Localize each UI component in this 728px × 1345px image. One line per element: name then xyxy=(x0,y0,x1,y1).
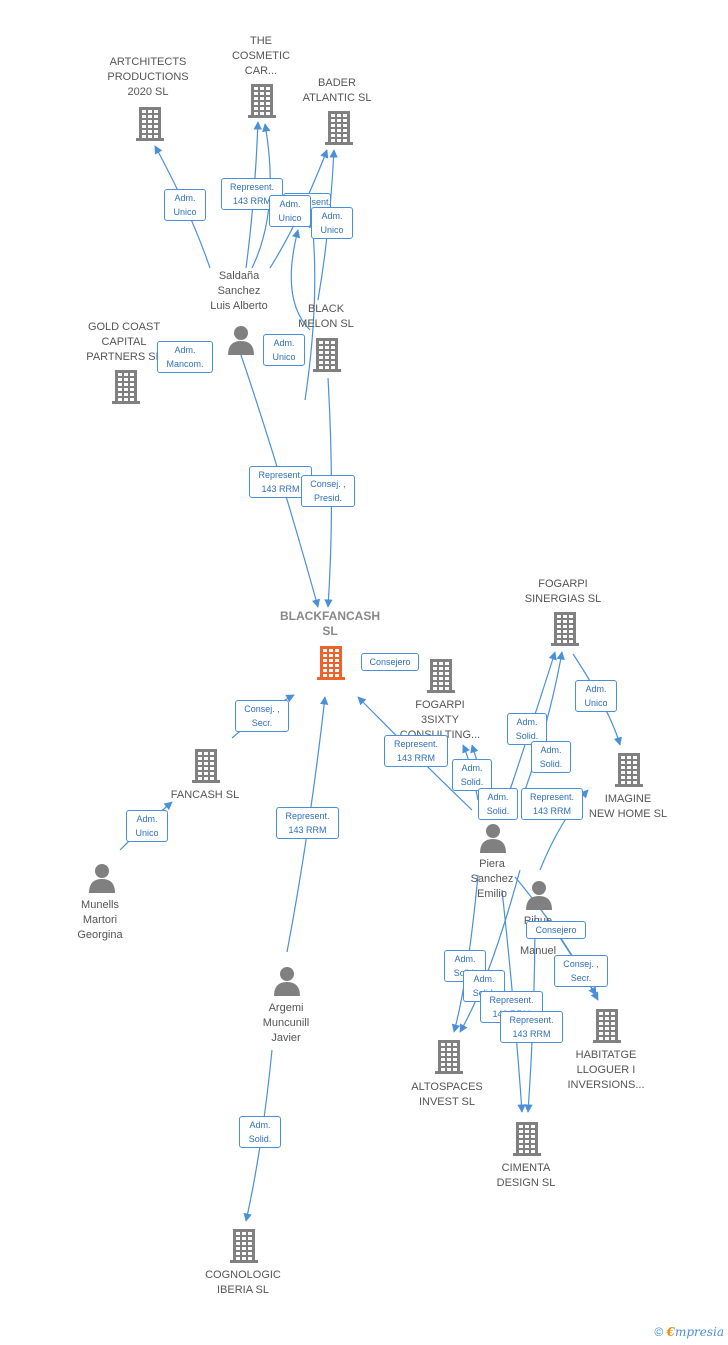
relation-label[interactable]: Adm. Unico xyxy=(263,334,305,366)
node-label[interactable]: THE COSMETIC CAR... xyxy=(231,35,291,77)
building-icon xyxy=(551,612,579,646)
building-icon xyxy=(313,338,341,372)
node-label[interactable]: COGNOLOGIC IBERIA SL xyxy=(205,1269,281,1296)
relation-edge xyxy=(459,869,521,1033)
relation-label[interactable]: Represent. 143 RRM xyxy=(249,466,312,498)
company-node[interactable] xyxy=(593,1009,621,1043)
relation-edge xyxy=(509,651,557,791)
person-icon xyxy=(480,824,506,853)
relation-label[interactable]: Adm. Unico xyxy=(269,195,311,227)
empresia-logo-text: mpresia xyxy=(674,1325,724,1339)
node-label[interactable]: Argemi Muncunill Javier xyxy=(262,1002,310,1044)
relation-label[interactable]: Consejero xyxy=(361,653,419,671)
building-icon xyxy=(593,1009,621,1043)
footer: © €mpresia xyxy=(654,1325,724,1339)
relation-label[interactable]: Represent. 143 RRM xyxy=(384,735,448,767)
person-node[interactable] xyxy=(478,823,508,853)
company-node[interactable] xyxy=(615,753,643,787)
relation-label[interactable]: Adm. Unico xyxy=(126,810,168,842)
company-node[interactable] xyxy=(435,1040,463,1074)
company-node[interactable] xyxy=(427,659,455,693)
relation-label[interactable]: Adm. Solid. xyxy=(507,713,547,745)
node-label[interactable]: ARTCHITECTS PRODUCTIONS 2020 SL xyxy=(107,56,189,98)
node-label[interactable]: Munells Martori Georgina xyxy=(77,899,123,941)
company-node[interactable] xyxy=(551,612,579,646)
node-label[interactable]: FOGARPI SINERGIAS SL xyxy=(524,578,602,605)
relation-label[interactable]: Represent. 143 RRM xyxy=(500,1011,563,1043)
relation-label[interactable]: Represent. 143 RRM xyxy=(221,178,283,210)
person-node[interactable] xyxy=(87,863,117,893)
building-icon xyxy=(513,1122,541,1156)
copyright-symbol: © xyxy=(654,1325,664,1339)
relation-label[interactable]: Consej. , Secr. xyxy=(235,700,289,732)
relation-label[interactable]: Consej. , Presid. xyxy=(301,475,355,507)
relation-label[interactable]: Adm. Unico xyxy=(575,680,617,712)
building-icon xyxy=(112,370,140,404)
building-icon xyxy=(136,107,164,141)
node-label[interactable]: BLACK MELON SL xyxy=(298,303,354,330)
person-icon xyxy=(228,326,254,355)
company-node[interactable] xyxy=(325,111,353,145)
building-icon xyxy=(615,753,643,787)
node-label[interactable]: FANCASH SL xyxy=(170,789,240,801)
relation-label[interactable]: Represent. 143 RRM xyxy=(276,807,339,839)
node-label[interactable]: BLACKFANCASH SL xyxy=(280,609,380,638)
node-label[interactable]: Saldaña Sanchez Luis Alberto xyxy=(210,270,268,312)
person-icon xyxy=(274,967,300,996)
node-label[interactable]: BADER ATLANTIC SL xyxy=(302,77,372,104)
relation-edge xyxy=(304,219,317,401)
person-node[interactable] xyxy=(272,966,302,996)
building-icon xyxy=(230,1229,258,1263)
company-node[interactable] xyxy=(230,1229,258,1263)
relation-edge xyxy=(290,229,311,331)
relation-label[interactable]: Adm. Solid. xyxy=(531,741,571,773)
focus-company-icon xyxy=(317,646,345,680)
relation-label[interactable]: Adm. Solid. xyxy=(239,1116,281,1148)
node-label[interactable]: ALTOSPACES INVEST SL xyxy=(411,1081,483,1108)
building-icon xyxy=(325,111,353,145)
building-icon xyxy=(248,84,276,118)
node-label[interactable]: GOLD COAST CAPITAL PARTNERS SL xyxy=(86,321,162,363)
company-node[interactable] xyxy=(136,107,164,141)
relation-label[interactable]: Adm. Solid. xyxy=(452,759,492,791)
node-label[interactable]: Piera Sanchez Emilio xyxy=(470,858,514,900)
empresia-logo-e: € xyxy=(666,1325,675,1339)
node-label[interactable]: CIMENTA DESIGN SL xyxy=(496,1162,556,1189)
empresia-logo[interactable]: €mpresia xyxy=(667,1325,724,1339)
relation-label[interactable]: Consej. , Secr. xyxy=(554,955,608,987)
node-label[interactable]: HABITATGE LLOGUER I INVERSIONS... xyxy=(567,1049,645,1091)
building-icon xyxy=(427,659,455,693)
company-node[interactable] xyxy=(112,370,140,404)
node-label[interactable]: IMAGINE NEW HOME SL xyxy=(588,793,668,820)
company-node[interactable] xyxy=(192,749,220,783)
person-icon xyxy=(526,881,552,910)
relation-label[interactable]: Adm. Solid. xyxy=(478,788,518,820)
company-node[interactable] xyxy=(248,84,276,118)
relation-label[interactable]: Adm. Mancom. xyxy=(157,341,213,373)
relation-label[interactable]: Represent. 143 RRM xyxy=(521,788,583,820)
company-node[interactable] xyxy=(313,338,341,372)
person-node[interactable] xyxy=(524,880,554,910)
building-icon xyxy=(435,1040,463,1074)
company-node[interactable] xyxy=(513,1122,541,1156)
person-icon xyxy=(89,864,115,893)
company-node[interactable] xyxy=(317,646,345,680)
person-node[interactable] xyxy=(226,325,256,355)
relation-label[interactable]: Adm. Unico xyxy=(164,189,206,221)
relation-label[interactable]: Consejero xyxy=(526,921,586,939)
building-icon xyxy=(192,749,220,783)
relation-label[interactable]: Adm. Unico xyxy=(311,207,353,239)
